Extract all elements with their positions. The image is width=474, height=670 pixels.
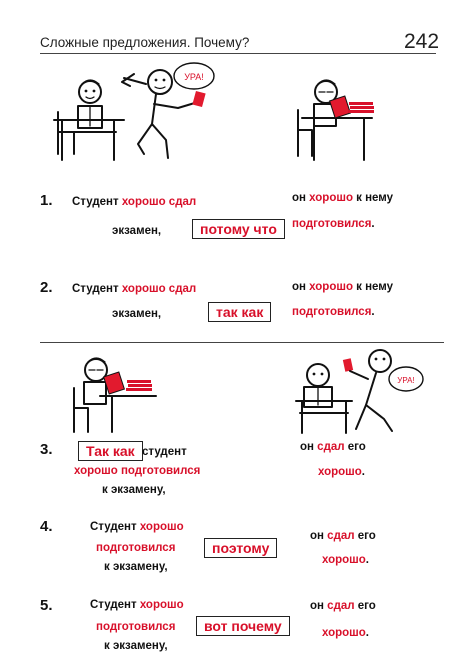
sentence-part: он сдал его	[300, 441, 366, 453]
sentence-part: Студент хорошо	[90, 521, 184, 533]
highlighted-text: хорошо подготовился	[74, 465, 201, 477]
sentence-part: он сдал его	[310, 530, 376, 542]
item-number: 1.	[40, 192, 53, 209]
item-number: 2.	[40, 279, 53, 296]
punctuation: .	[361, 466, 365, 478]
highlighted-text: подготовился	[96, 621, 176, 633]
item-number: 4.	[40, 518, 53, 535]
exam-scene-illustration: УРА!	[295, 349, 424, 434]
sentence-part: хорошо.	[322, 627, 369, 639]
highlighted-text: хорошо	[309, 281, 353, 293]
highlighted-text: хорошо сдал	[121, 196, 197, 208]
item-number: 3.	[40, 441, 53, 458]
conjunction-box: вот почему	[196, 616, 290, 636]
conjunction-box: поэтому	[204, 538, 278, 558]
sentence-part: он сдал его	[310, 600, 376, 612]
section-title: Сложные предложения. Почему?	[40, 35, 250, 50]
highlighted-text: хорошо	[309, 192, 353, 204]
studying-student-illustration	[297, 79, 374, 161]
punctuation: .	[365, 554, 369, 566]
highlighted-text: сдал	[317, 441, 345, 453]
sentence-text: студент	[142, 446, 187, 458]
sentence-text: к нему	[352, 192, 394, 204]
highlighted-text: подготовился	[96, 542, 176, 554]
studying-student-illustration-2	[73, 357, 157, 433]
sentence-text: к экзамену,	[104, 640, 168, 652]
highlighted-text: подготовился	[292, 306, 372, 318]
punctuation: .	[365, 627, 369, 639]
highlighted-text: хорошо	[318, 466, 362, 478]
item-number: 5.	[40, 597, 53, 614]
sentence-text: экзамен,	[112, 225, 162, 237]
sentence-text: он	[300, 441, 318, 453]
highlighted-text: сдал	[327, 530, 355, 542]
highlighted-text: хорошо	[322, 554, 366, 566]
highlighted-text: хорошо сдал	[121, 283, 197, 295]
sentence-text: его	[354, 600, 376, 612]
sentence-text: он	[292, 281, 310, 293]
section-divider	[40, 342, 444, 343]
sentence-part: Студент хорошо сдал	[72, 283, 196, 295]
sentence-text: он	[292, 192, 310, 204]
highlighted-text: подготовился	[292, 218, 372, 230]
header-divider	[40, 53, 436, 54]
cheer-bubble-text: УРА!	[397, 376, 414, 385]
highlighted-text: хорошо	[322, 627, 366, 639]
sentence-part: хорошо.	[318, 466, 365, 478]
sentence-part: хорошо.	[322, 554, 369, 566]
student-at-desk-illustration	[53, 79, 125, 161]
sentence-part: он хорошо к нему	[292, 192, 393, 204]
sentence-text: Студент	[72, 196, 122, 208]
sentence-text: к нему	[352, 281, 394, 293]
sentence-text: его	[344, 441, 366, 453]
punctuation: .	[371, 306, 375, 318]
highlighted-text: хорошо	[139, 599, 184, 611]
conjunction-box: так как	[208, 302, 272, 322]
highlighted-text: хорошо	[139, 521, 184, 533]
sentence-text: Студент	[90, 599, 140, 611]
highlighted-text: сдал	[327, 600, 355, 612]
sentence-text: к экзамену,	[102, 484, 166, 496]
sentence-text: его	[354, 530, 376, 542]
sentence-part: подготовился.	[292, 218, 375, 230]
sentence-text: экзамен,	[112, 308, 162, 320]
sentence-text: Студент	[90, 521, 140, 533]
sentence-text: Студент	[72, 283, 122, 295]
page-number: 242	[404, 30, 440, 53]
sentence-part: он хорошо к нему	[292, 281, 393, 293]
sentence-part: Студент хорошо сдал	[72, 196, 196, 208]
sentence-part: Студент хорошо	[90, 599, 184, 611]
sentence-text: к экзамену,	[104, 561, 168, 573]
sentence-text: он	[310, 530, 328, 542]
happy-student-illustration: УРА!	[121, 62, 215, 159]
sentence-text: он	[310, 600, 328, 612]
sentence-part: подготовился.	[292, 306, 375, 318]
conjunction-box: Так как	[78, 441, 143, 461]
conjunction-box: потому что	[192, 219, 285, 239]
cheer-bubble-text: УРА!	[184, 72, 204, 82]
punctuation: .	[371, 218, 375, 230]
